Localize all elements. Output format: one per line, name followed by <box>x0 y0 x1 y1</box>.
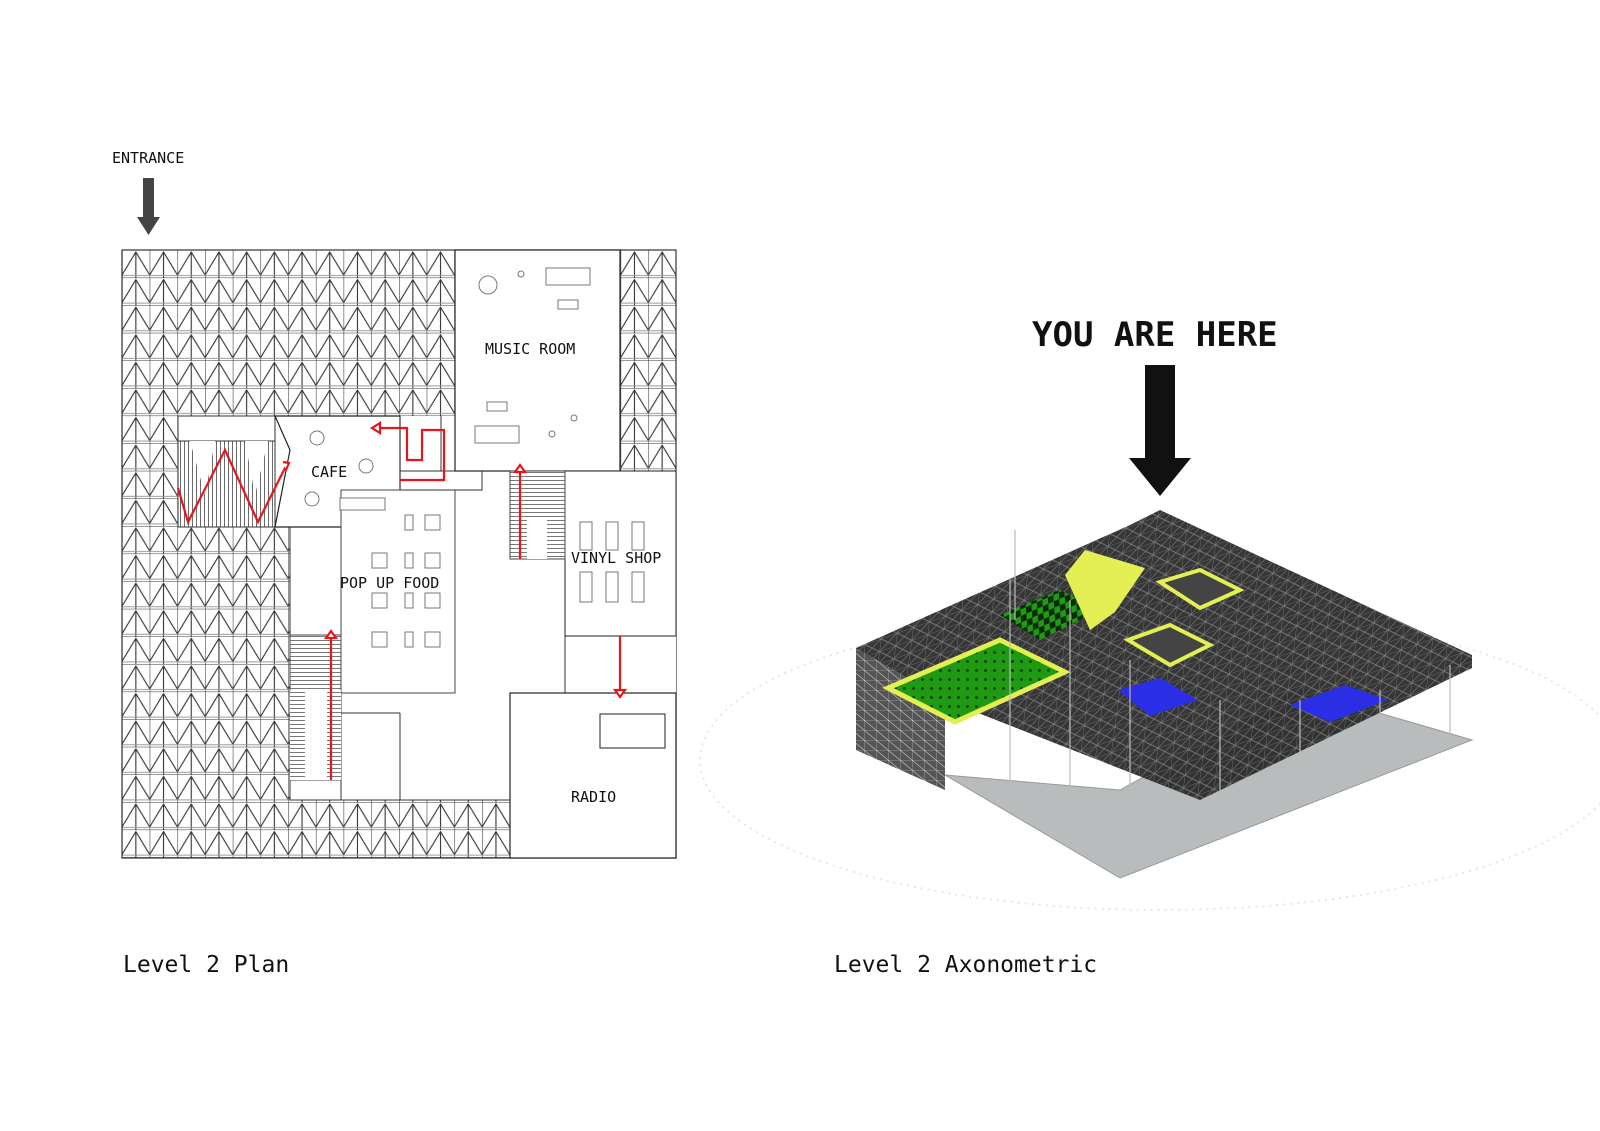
circulation-route <box>176 421 628 780</box>
blue-floor-2 <box>1290 685 1388 722</box>
cafe-label: CAFE <box>311 463 347 481</box>
checker-floor <box>1000 590 1100 640</box>
blue-floor <box>1118 678 1198 716</box>
you-are-here-arrow-icon <box>1129 365 1191 496</box>
yellow-ramp <box>1065 550 1145 630</box>
columns <box>1009 530 1451 870</box>
radio-label: RADIO <box>571 788 616 806</box>
entrance-label: ENTRANCE <box>112 149 184 167</box>
green-floor <box>882 637 1071 725</box>
lower-frame <box>856 648 945 790</box>
plan-caption: Level 2 Plan <box>123 952 290 978</box>
vinyl-shop-label: VINYL SHOP <box>571 549 661 567</box>
music-room-label: MUSIC ROOM <box>485 340 575 358</box>
level-2-axonometric: YOU ARE HERE <box>699 315 1600 911</box>
level-2-plan: MUSIC ROOM CAFE POP UP FOOD VINYL SHOP R… <box>121 249 677 859</box>
vinyl-shop-room <box>564 470 677 637</box>
pop-up-food-label: POP UP FOOD <box>340 574 439 592</box>
you-are-here-label: YOU ARE HERE <box>1032 315 1278 355</box>
entrance-arrow-icon <box>137 178 160 235</box>
axonometric-caption: Level 2 Axonometric <box>834 952 1098 978</box>
furniture <box>304 267 645 648</box>
